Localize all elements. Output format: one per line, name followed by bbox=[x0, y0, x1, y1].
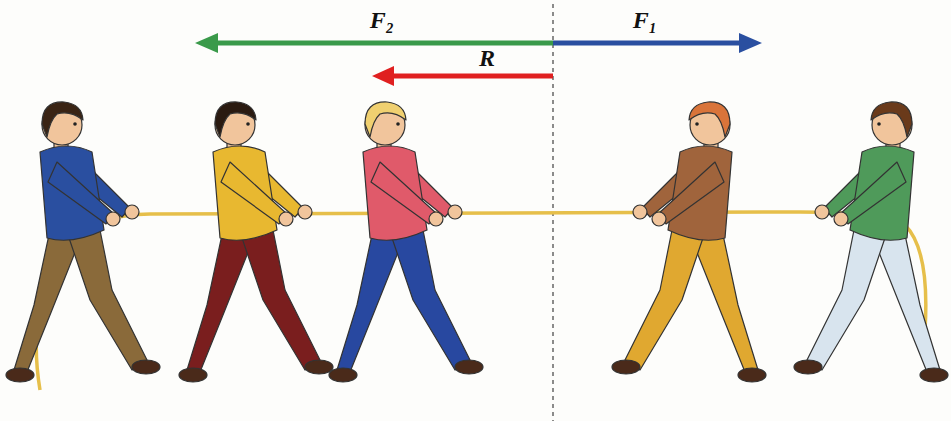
puller-figure bbox=[329, 102, 483, 382]
puller-figure bbox=[179, 102, 333, 382]
puller-figure bbox=[612, 102, 766, 382]
arrowhead bbox=[195, 33, 218, 53]
arrowhead bbox=[372, 66, 394, 86]
puller-figure bbox=[6, 102, 160, 382]
resultant-label: R bbox=[479, 46, 495, 70]
resultant-arrow bbox=[390, 74, 553, 79]
force-arrow-f2 bbox=[212, 41, 553, 46]
force-label: F₁ bbox=[633, 8, 657, 32]
force-arrow-f1 bbox=[553, 41, 742, 46]
arrowhead bbox=[739, 33, 762, 53]
puller-figure bbox=[794, 102, 948, 382]
force-label: F₂ bbox=[370, 8, 394, 32]
